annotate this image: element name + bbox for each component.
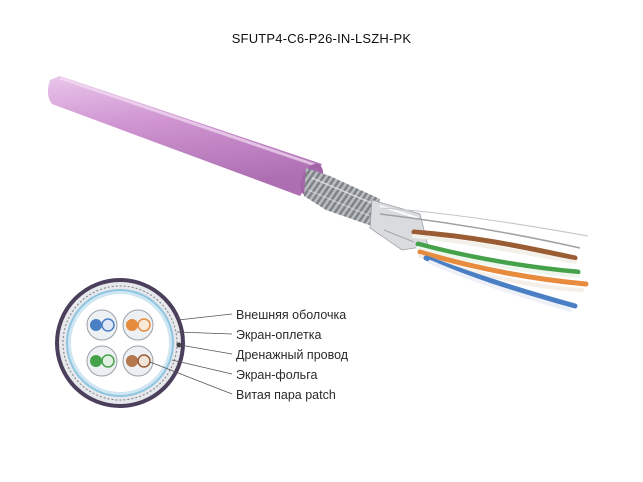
drain-wire-strand [381,207,589,237]
cable-jacket [47,76,324,197]
legend-outer-jacket: Внешняя оболочка [236,308,347,322]
pair-brown [122,345,154,377]
legend-drain-wire: Дренажный провод [236,348,349,362]
legend-braid-shield: Экран-оплетка [236,328,322,342]
legend-foil-shield: Экран-фольга [236,368,318,382]
legend-leader-lines [149,313,233,395]
cable-cross-section [55,278,185,408]
pair-green [86,345,118,377]
braid-shield [304,168,380,226]
pair-blue [86,309,118,341]
pair-orange [122,309,154,341]
drain-wire [379,213,581,249]
layer-legend: Внешняя оболочка Экран-оплетка Дренажный… [236,305,348,405]
legend-twisted-pair: Витая пара patch [236,388,336,402]
product-title: SFUTP4-C6-P26-IN-LSZH-PK [231,31,412,46]
twisted-pairs [411,229,589,312]
